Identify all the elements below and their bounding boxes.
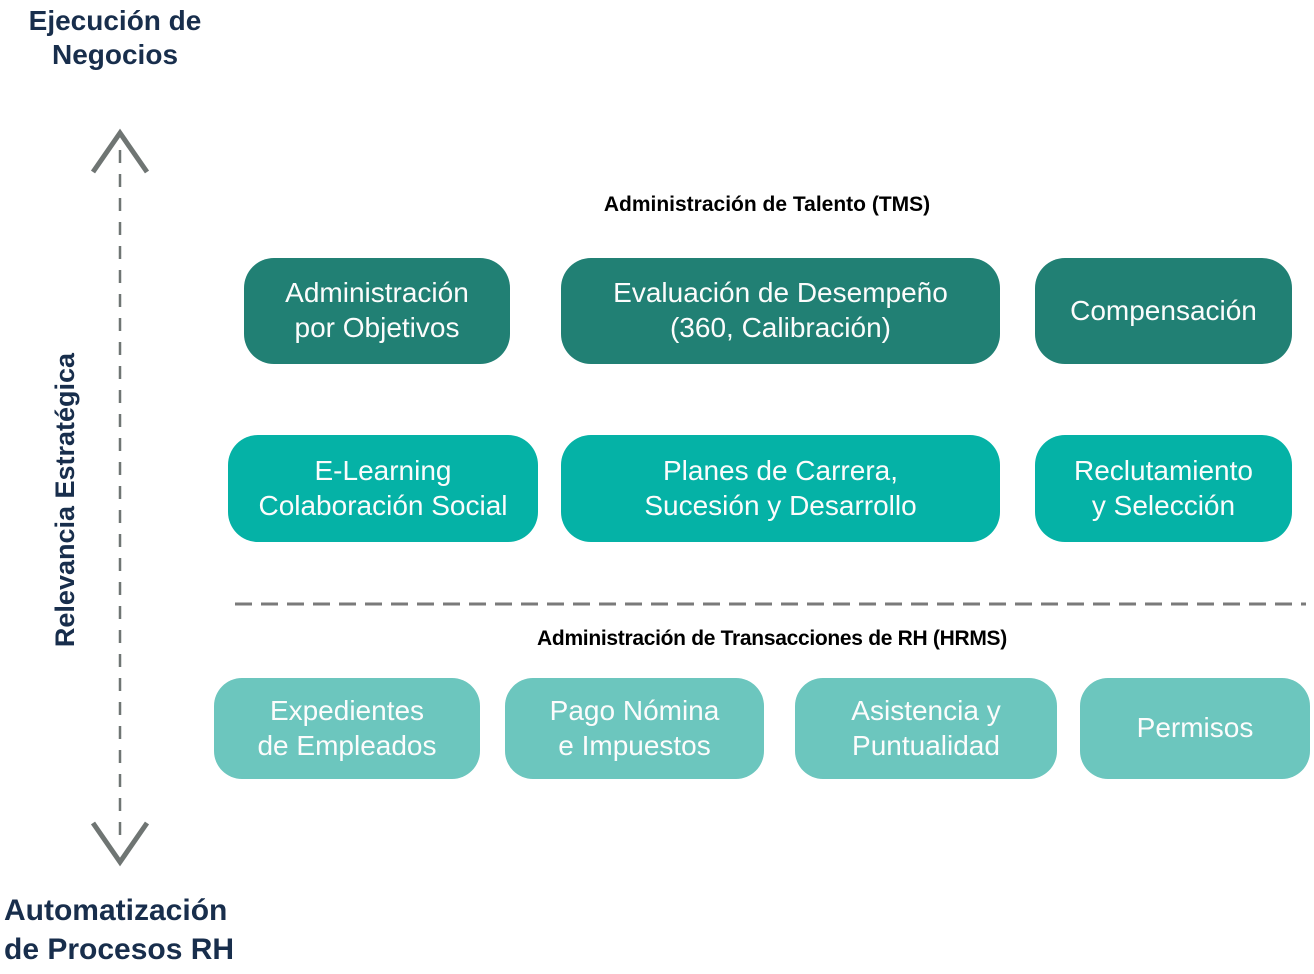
box-expedientes-de-empleados: Expedientes de Empleados: [214, 678, 480, 779]
box-asistencia-y-puntualidad: Asistencia y Puntualidad: [795, 678, 1057, 779]
axis-top-label: Ejecución de Negocios: [28, 5, 202, 71]
box-elearning-colaboracion-social: E-Learning Colaboración Social: [228, 435, 538, 542]
box-evaluacion-de-desempeno: Evaluación de Desempeño (360, Calibració…: [561, 258, 1000, 364]
box-administracion-por-objetivos: Administración por Objetivos: [244, 258, 510, 364]
box-pago-nomina-e-impuestos: Pago Nómina e Impuestos: [505, 678, 764, 779]
box-compensacion: Compensación: [1035, 258, 1292, 364]
axis-bottom-label: Automatización de Procesos RH: [4, 894, 235, 966]
axis-side-label: Relevancia Estratégica: [50, 352, 80, 648]
box-reclutamiento-y-seleccion: Reclutamiento y Selección: [1035, 435, 1292, 542]
box-planes-de-carrera: Planes de Carrera, Sucesión y Desarrollo: [561, 435, 1000, 542]
section-divider-dashed-line: [235, 602, 1306, 606]
hrms-section-title: Administración de Transacciones de RH (H…: [537, 627, 1007, 650]
double-arrow-icon: [90, 128, 150, 867]
box-permisos: Permisos: [1080, 678, 1310, 779]
tms-section-title: Administración de Talento (TMS): [603, 193, 931, 216]
